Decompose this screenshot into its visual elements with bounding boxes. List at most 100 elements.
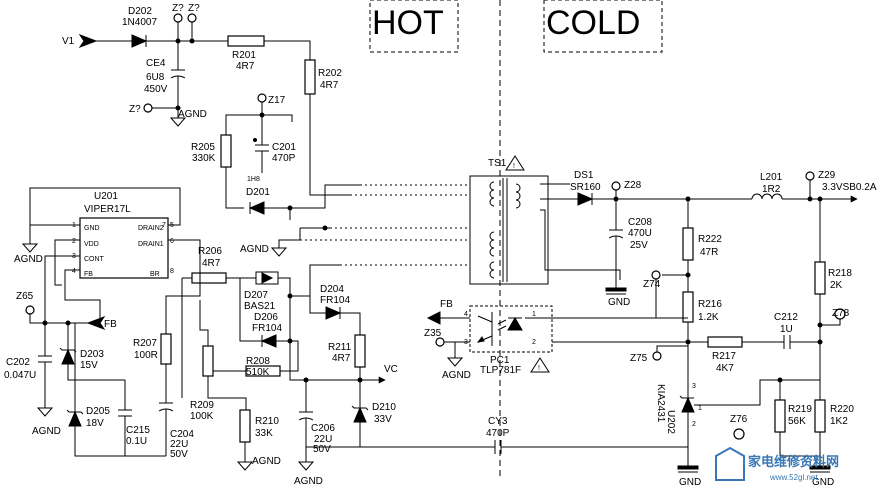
resistor-r201: R201 4R7 <box>227 35 265 72</box>
u202-value: KIA2431 <box>655 384 666 423</box>
ts1-ref: TS1 <box>488 158 507 169</box>
testpoint-z3 <box>143 103 153 113</box>
inductor-l201: L201 1R2 <box>751 172 783 200</box>
r207-ref: R207 <box>133 338 157 349</box>
tp-z29-label: Z29 <box>818 170 836 181</box>
diode-d202: D202 1N4007 <box>122 6 157 48</box>
gnd-c208: GND <box>608 297 630 308</box>
testpoint-z78 <box>834 308 846 320</box>
r208-ref: R208 <box>246 356 270 367</box>
d201-ref: D201 <box>246 187 270 198</box>
gnd-pc1: AGND <box>442 370 471 381</box>
resistor-r210: R210 33K <box>239 409 279 443</box>
svg-text:!: ! <box>538 365 540 372</box>
agnd-symbol <box>446 357 464 367</box>
zener-d205: D205 18V <box>66 406 110 429</box>
capacitor-c206: C206 22U 50V <box>298 411 335 455</box>
resistor-r205: R205 330K <box>191 134 232 168</box>
tp-z74-label: Z74 <box>643 279 661 290</box>
c204-value: 22U <box>170 439 188 450</box>
cold-region: COLD <box>543 0 663 53</box>
transformer-ts1: TS1 ! <box>469 155 549 285</box>
c201-ref: C201 <box>272 142 296 153</box>
ce4-rating: 450V <box>144 84 168 95</box>
tp-z35-label: Z35 <box>424 328 442 339</box>
r206-ref: R206 <box>198 246 222 257</box>
pc1-ref: PC1 <box>490 355 510 366</box>
tp-z76-label: Z76 <box>730 414 748 425</box>
gnd-symbol <box>809 465 831 470</box>
gnd-u202: GND <box>679 477 701 488</box>
net-out: 3.3VSB0.2A <box>822 182 877 193</box>
capacitor-cy3: CY3 470P <box>486 416 510 454</box>
tp-z28-label: Z28 <box>624 180 642 191</box>
r201-ref: R201 <box>232 50 256 61</box>
shunt-u202: U202 KIA2431 3 1 2 <box>655 383 702 434</box>
tp-z1-label: Z? <box>172 3 184 14</box>
capacitor-ce4: CE4 6U8 450V <box>144 58 186 95</box>
cy3-value: 470P <box>486 428 510 439</box>
r210-ref: R210 <box>255 416 279 427</box>
d210-value: 33V <box>374 414 392 425</box>
gnd-symbol <box>605 287 627 292</box>
u201-pinnum-6: 6 <box>170 238 174 245</box>
u201-pin-vdd: VDD <box>84 241 99 248</box>
u201-pin-cont: CONT <box>84 256 105 263</box>
d201-value: 1H8 <box>247 176 260 183</box>
net-vc: VC <box>384 364 398 375</box>
gnd-ce4: AGND <box>178 109 207 120</box>
r216-value: 1.2K <box>698 312 719 323</box>
u202-pin-2: 2 <box>692 421 696 428</box>
gnd-symbol <box>677 465 699 470</box>
capacitor-c212: C212 1U <box>774 312 798 349</box>
r208-value: 510K <box>246 367 270 378</box>
u201-pin-drain1: DRAIN1 <box>138 241 164 248</box>
pc1-value: TLP781F <box>480 365 521 376</box>
resistor-r218: R218 2K <box>814 261 852 295</box>
pc1-pin-2: 2 <box>532 339 536 346</box>
testpoint-z17 <box>257 93 267 103</box>
ce4-value: 6U8 <box>146 72 165 83</box>
u201-pin-gnd: GND <box>84 225 100 232</box>
testpoint-z1 <box>173 13 183 23</box>
c201-value: 470P <box>272 153 296 164</box>
gnd-tr: AGND <box>240 244 269 255</box>
r218-ref: R218 <box>828 268 852 279</box>
watermark: 家电维修资料网 www.52gl.net <box>715 446 839 482</box>
resistor-r207: R207 100R <box>133 333 172 365</box>
r217-ref: R217 <box>712 351 736 362</box>
resistor-r202: R202 4R7 <box>304 59 342 95</box>
c202-ref: C202 <box>6 357 30 368</box>
resistor-r222: R222 47R <box>682 227 722 261</box>
testpoint-z28 <box>611 181 621 191</box>
c215-ref: C215 <box>126 425 150 436</box>
d202-value: 1N4007 <box>122 17 157 28</box>
zener-d203: D203 15V <box>59 347 104 371</box>
resistor-r217: R217 4K7 <box>707 336 743 374</box>
r222-ref: R222 <box>698 234 722 245</box>
r201-value: 4R7 <box>236 61 255 72</box>
u201-value: VIPER17L <box>84 204 131 215</box>
c204-ref: C204 <box>170 429 194 440</box>
watermark-url: www.52gl.net <box>769 473 818 482</box>
resistor-r219: R219 56K <box>774 399 812 433</box>
agnd-symbol <box>297 461 315 471</box>
testpoint-z35 <box>435 337 445 347</box>
testpoint-z65 <box>25 305 35 315</box>
r219-ref: R219 <box>788 404 812 415</box>
r217-value: 4K7 <box>716 363 734 374</box>
tp-z65-label: Z65 <box>16 291 34 302</box>
testpoint-z75 <box>652 351 662 361</box>
house-logo-icon <box>715 446 745 481</box>
tp-z2-label: Z? <box>188 3 200 14</box>
testpoint-z74 <box>651 270 661 280</box>
r205-value: 330K <box>192 153 216 164</box>
hot-label: HOT <box>372 4 444 42</box>
resistor-r220: R220 1K2 <box>814 399 854 433</box>
resistor-r209: R209 100K <box>190 345 214 422</box>
testpoint-z29 <box>805 171 815 181</box>
resistor-r211: R211 4R7 <box>328 334 366 368</box>
hot-region: HOT <box>369 0 459 53</box>
d203-value: 15V <box>80 360 98 371</box>
r220-ref: R220 <box>830 404 854 415</box>
